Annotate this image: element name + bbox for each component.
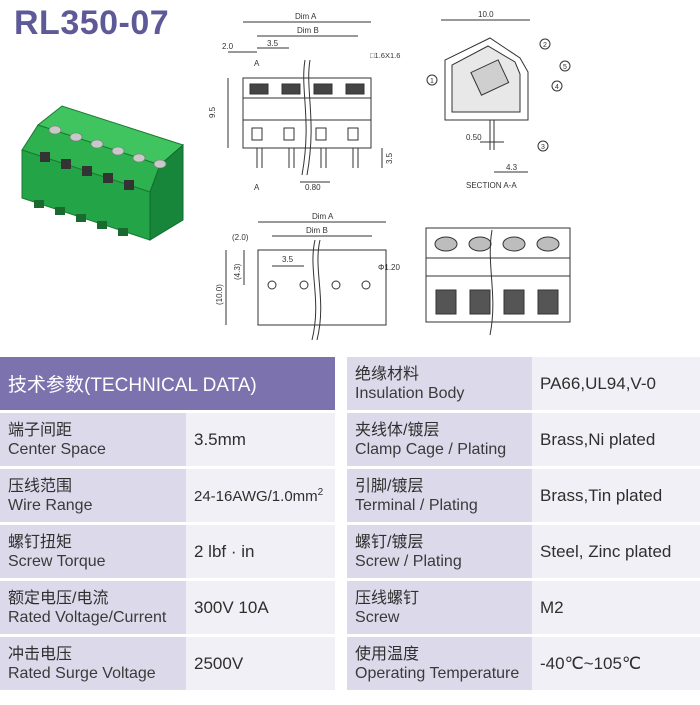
pcb-pitch-label: 3.5 — [282, 255, 294, 264]
pcb-footprint-drawing — [225, 221, 387, 341]
spec-label-en: Rated Surge Voltage — [8, 664, 156, 682]
square-pin-label: □1.6X1.6 — [370, 51, 400, 60]
technical-drawings: Dim A Dim B 3.5 2.0 9.5 3.5 0.80 □1.6X1.… — [21, 10, 571, 341]
spec-value: 300V 10A — [186, 581, 336, 637]
pitch-label: 3.5 — [267, 39, 279, 48]
section-offset-label: 4.3 — [506, 163, 518, 172]
spec-label-zh: 夹线体/镀层 — [355, 421, 440, 439]
section-view-drawing — [441, 19, 530, 173]
callout-2: 2 — [543, 42, 547, 49]
column-gap — [335, 413, 348, 469]
column-gap — [335, 469, 348, 525]
model-title: RL350-07 — [14, 4, 170, 42]
column-gap — [335, 581, 348, 637]
section-width-label: 10.0 — [478, 10, 494, 19]
spec-label-zh: 螺钉/镀层 — [355, 533, 424, 551]
connector-product-image — [21, 105, 184, 241]
spec-label-zh: 冲击电压 — [8, 645, 73, 663]
pin-length-label: 3.5 — [385, 152, 394, 164]
spec-value: Brass,Ni plated — [532, 413, 700, 469]
spec-label-en: Center Space — [8, 440, 106, 458]
section-title: SECTION A-A — [466, 181, 517, 190]
spec-label-zh: 使用温度 — [355, 645, 420, 663]
column-gap — [335, 637, 348, 693]
pcb-height-label: (10.0) — [215, 284, 224, 305]
spec-value: Steel, Zinc plated — [532, 525, 700, 581]
callout-1: 1 — [430, 78, 434, 85]
callout-4: 4 — [555, 84, 559, 91]
top-view-drawing — [425, 227, 571, 336]
spec-label-zh: 螺钉扭矩 — [8, 533, 73, 551]
wire-range-value: 24-16AWG/1.0mm — [194, 487, 318, 505]
spec-label-en: Screw Torque — [8, 552, 106, 570]
section-mark-top: A — [254, 59, 260, 68]
column-gap — [335, 525, 348, 581]
spec-value: M2 — [532, 581, 700, 637]
spec-value: 3.5mm — [186, 413, 336, 469]
spec-value: 2 lbf · in — [186, 525, 336, 581]
spec-label-en: Insulation Body — [355, 384, 465, 402]
spec-label-en: Rated Voltage/Current — [8, 608, 167, 626]
wire-range-superscript: 2 — [317, 486, 324, 498]
dim-a-label: Dim A — [295, 12, 317, 21]
pcb-dim-b-label: Dim B — [306, 226, 328, 235]
spec-label-zh: 压线范围 — [8, 477, 73, 495]
edge-offset-label: 2.0 — [222, 42, 234, 51]
spec-label-zh: 引脚/镀层 — [355, 477, 424, 495]
table-header: 技术参数(TECHNICAL DATA) — [0, 357, 336, 413]
spec-label-en: Screw — [355, 608, 400, 626]
hole-label: Φ1.20 — [378, 263, 401, 272]
spec-value: 24-16AWG/1.0mm2 — [186, 469, 336, 525]
spec-value: Brass,Tin plated — [532, 469, 700, 525]
spec-value: -40℃~105℃ — [532, 637, 700, 693]
spec-label-en: Operating Temperature — [355, 664, 520, 682]
pin-width-label: 0.80 — [305, 183, 321, 192]
column-gap — [335, 357, 348, 413]
spec-label-zh: 压线螺钉 — [355, 589, 420, 607]
spec-label-zh: 绝缘材料 — [355, 365, 420, 383]
table-header-text: 技术参数(TECHNICAL DATA) — [8, 375, 257, 396]
callout-5: 5 — [563, 64, 567, 71]
section-pin-label: 0.50 — [466, 133, 482, 142]
spec-label-en: Screw / Plating — [355, 552, 462, 570]
spec-value: 2500V — [186, 637, 336, 693]
spec-value: PA66,UL94,V-0 — [532, 357, 700, 413]
spec-label-en: Terminal / Plating — [355, 496, 478, 514]
callout-3: 3 — [541, 144, 545, 151]
height-label: 9.5 — [208, 106, 217, 118]
spec-label-zh: 额定电压/电流 — [8, 589, 109, 607]
spec-label-en: Wire Range — [8, 496, 93, 514]
pcb-edge-label: (2.0) — [232, 233, 249, 242]
spec-label-en: Clamp Cage / Plating — [355, 440, 507, 458]
section-mark-bottom: A — [254, 183, 260, 192]
dim-b-label: Dim B — [297, 26, 319, 35]
front-view-drawing — [227, 21, 383, 183]
pcb-dim-a-label: Dim A — [312, 212, 334, 221]
pcb-row-label: (4.3) — [233, 263, 242, 280]
spec-label-zh: 端子间距 — [8, 421, 73, 439]
